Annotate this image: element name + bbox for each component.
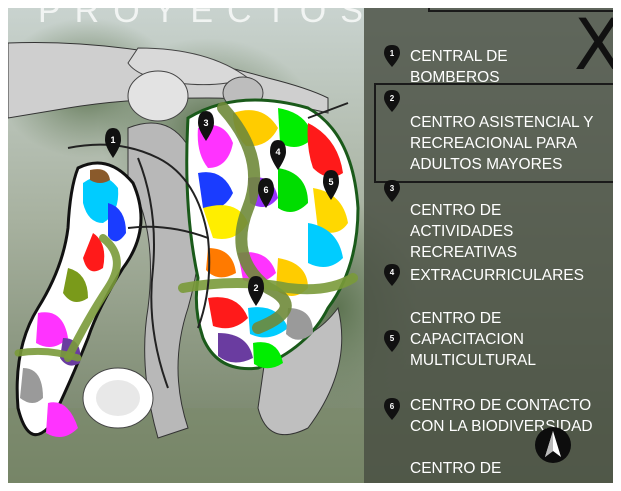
close-button[interactable]: X (574, 8, 613, 86)
legend-item-4[interactable]: EXTRACURRICULARES (410, 267, 584, 284)
legend-item-6[interactable]: CENTRO DE CONTACTO CON LA BIODIVERSIDAD (410, 397, 593, 435)
map-marker-6-label: 6 (263, 185, 268, 195)
selected-item-highlight (374, 83, 613, 183)
legend-item-5[interactable]: CENTRO DE CAPACITACION MULTICULTURAL (410, 310, 537, 369)
map-marker-4-label: 4 (275, 147, 280, 157)
map-marker-3-label: 3 (203, 118, 208, 128)
svg-text:5: 5 (390, 334, 395, 343)
legend-item-7[interactable]: CENTRO DE INVESTIGACIONES (410, 460, 552, 483)
svg-text:3: 3 (390, 184, 395, 193)
site-plan-map: 1 2 3 4 5 6 (8, 41, 360, 439)
project-viewer: PROYECTOS (8, 8, 613, 483)
map-marker-1-label: 1 (110, 135, 115, 145)
pin-icon: 2 (384, 90, 400, 112)
map-marker-3[interactable]: 3 (198, 111, 214, 141)
pin-icon: 1 (384, 45, 400, 67)
map-marker-5[interactable]: 5 (323, 170, 339, 200)
svg-text:6: 6 (390, 402, 395, 411)
legend-item-3[interactable]: CENTRO DE ACTIVIDADES RECREATIVAS (410, 202, 518, 261)
map-marker-2[interactable]: 2 (248, 276, 264, 306)
map-marker-5-label: 5 (328, 177, 333, 187)
header-frame (428, 8, 613, 12)
page-title: PROYECTOS (38, 8, 377, 30)
legend-panel (364, 8, 613, 483)
pin-icon: 4 (384, 264, 400, 286)
svg-text:1: 1 (390, 49, 395, 58)
north-arrow-icon (535, 427, 571, 463)
map-marker-4[interactable]: 4 (270, 140, 286, 170)
pin-icon: 6 (384, 398, 400, 420)
map-marker-6[interactable]: 6 (258, 178, 274, 208)
pin-icon: 3 (384, 180, 400, 202)
map-marker-2-label: 2 (253, 283, 258, 293)
pin-icon: 5 (384, 330, 400, 352)
map-marker-1[interactable]: 1 (105, 128, 121, 158)
svg-text:2: 2 (390, 94, 395, 103)
legend-item-1[interactable]: CENTRAL DE BOMBEROS (410, 48, 508, 86)
legend-item-2[interactable]: CENTRO ASISTENCIAL Y RECREACIONAL PARA A… (410, 114, 594, 173)
svg-text:4: 4 (390, 268, 395, 277)
